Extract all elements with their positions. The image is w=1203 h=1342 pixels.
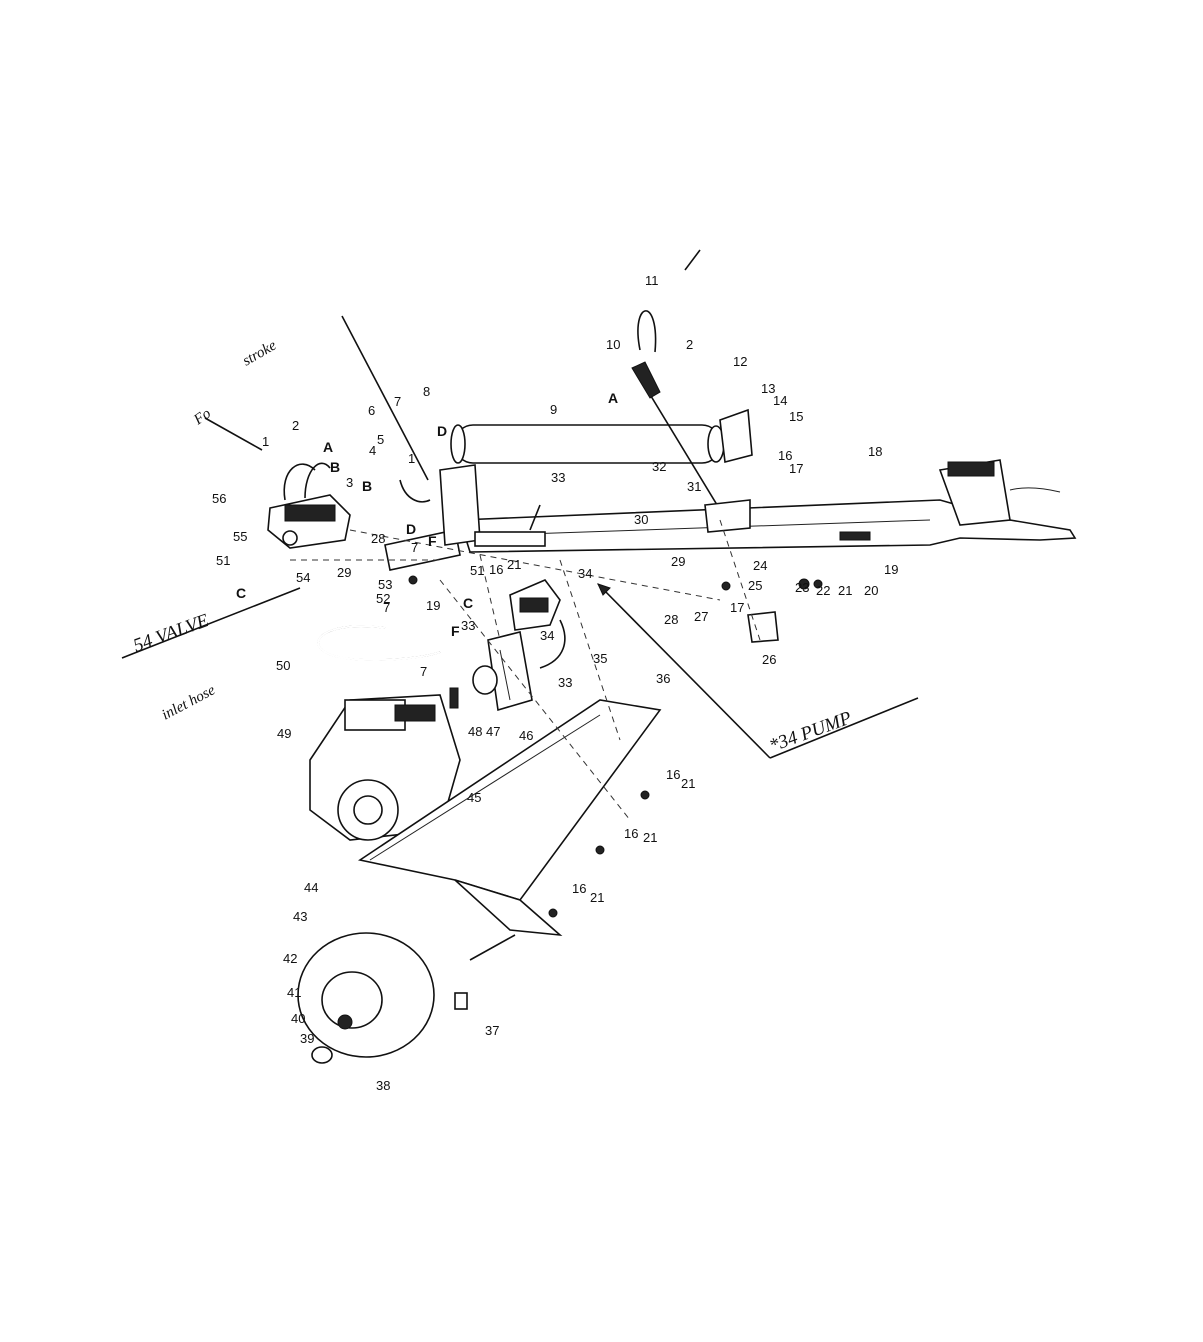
- part-21e: 21: [590, 890, 604, 905]
- part-37: 37: [485, 1023, 499, 1038]
- part-7b: 7: [411, 540, 418, 555]
- part-56: 56: [212, 491, 226, 506]
- letter-a-lever: A: [608, 390, 618, 406]
- part-28b: 28: [371, 531, 385, 546]
- part-2b: 2: [686, 337, 693, 352]
- part-8: 8: [423, 384, 430, 399]
- part-55: 55: [233, 529, 247, 544]
- letter-d-cylinder: D: [437, 423, 447, 439]
- part-16e: 16: [572, 881, 586, 896]
- part-39: 39: [300, 1031, 314, 1046]
- part-21d: 21: [643, 830, 657, 845]
- part-19b: 19: [426, 598, 440, 613]
- letter-c-valve: C: [236, 585, 246, 601]
- note-stroke: stroke: [240, 337, 280, 369]
- part-16d: 16: [624, 826, 638, 841]
- part-51a: 51: [216, 553, 230, 568]
- part-3: 3: [346, 475, 353, 490]
- part-53: 53: [378, 577, 392, 592]
- part-19a: 19: [884, 562, 898, 577]
- part-1b: 1: [408, 451, 415, 466]
- part-42: 42: [283, 951, 297, 966]
- part-35: 35: [593, 651, 607, 666]
- note-valve: 54 VALVE: [131, 610, 212, 657]
- wheel-assembly: [298, 933, 515, 1063]
- part-33a: 33: [551, 470, 565, 485]
- part-27: 27: [694, 609, 708, 624]
- cylinder: [451, 425, 724, 463]
- part-44: 44: [304, 880, 318, 895]
- part-4: 4: [369, 443, 376, 458]
- part-18: 18: [868, 444, 882, 459]
- part-52: 52: [376, 591, 390, 606]
- part-11: 11: [645, 273, 659, 288]
- part-22: 22: [816, 583, 830, 598]
- part-30: 30: [634, 512, 648, 527]
- part-34b: 34: [540, 628, 554, 643]
- part-36: 36: [656, 671, 670, 686]
- part-48: 48: [468, 724, 482, 739]
- letter-a-valve: A: [323, 439, 333, 455]
- part-43: 43: [293, 909, 307, 924]
- part-23: 23: [795, 580, 809, 595]
- part-2: 2: [292, 418, 299, 433]
- part-49: 49: [277, 726, 291, 741]
- note-inlet-hose: inlet hose: [159, 682, 218, 723]
- part-54: 54: [296, 570, 310, 585]
- part-5: 5: [377, 432, 384, 447]
- part-17b: 17: [730, 600, 744, 615]
- part-6: 6: [368, 403, 375, 418]
- part-38: 38: [376, 1078, 390, 1093]
- part-50: 50: [276, 658, 290, 673]
- letter-b-fitting: B: [362, 478, 372, 494]
- letter-d-plate: D: [406, 521, 416, 537]
- part-31: 31: [687, 479, 701, 494]
- letter-c-pump: C: [463, 595, 473, 611]
- part-17a: 17: [789, 461, 803, 476]
- letter-b-valve: B: [330, 459, 340, 475]
- part-25: 25: [748, 578, 762, 593]
- part-16c: 16: [666, 767, 680, 782]
- part-29a: 29: [671, 554, 685, 569]
- part-10: 10: [606, 337, 620, 352]
- part-9: 9: [550, 402, 557, 417]
- part-29b: 29: [337, 565, 351, 580]
- inlet-hose: [318, 626, 440, 660]
- note-fo: Fo: [190, 405, 214, 429]
- part-15: 15: [789, 409, 803, 424]
- part-14: 14: [773, 393, 787, 408]
- part-33b: 33: [461, 618, 475, 633]
- part-40: 40: [291, 1011, 305, 1026]
- letter-f-plate: F: [428, 533, 437, 549]
- part-26: 26: [762, 652, 776, 667]
- letter-f-hose: F: [451, 623, 460, 639]
- part-41: 41: [287, 985, 301, 1000]
- note-pump: *34 PUMP: [767, 707, 855, 756]
- part-34a: 34: [578, 566, 592, 581]
- part-21c: 21: [681, 776, 695, 791]
- part-12: 12: [733, 354, 747, 369]
- part-46: 46: [519, 728, 533, 743]
- part-16b: 16: [489, 562, 503, 577]
- part-24: 24: [753, 558, 767, 573]
- part-21b: 21: [507, 557, 521, 572]
- part-1: 1: [262, 434, 269, 449]
- part-7d: 7: [420, 664, 427, 679]
- part-28a: 28: [664, 612, 678, 627]
- part-45: 45: [467, 790, 481, 805]
- part-20: 20: [864, 583, 878, 598]
- part-7a: 7: [394, 394, 401, 409]
- part-47: 47: [486, 724, 500, 739]
- valve-assembly: [268, 463, 350, 548]
- part-32: 32: [652, 459, 666, 474]
- part-21a: 21: [838, 583, 852, 598]
- part-33c: 33: [558, 675, 572, 690]
- part-51b: 51: [470, 563, 484, 578]
